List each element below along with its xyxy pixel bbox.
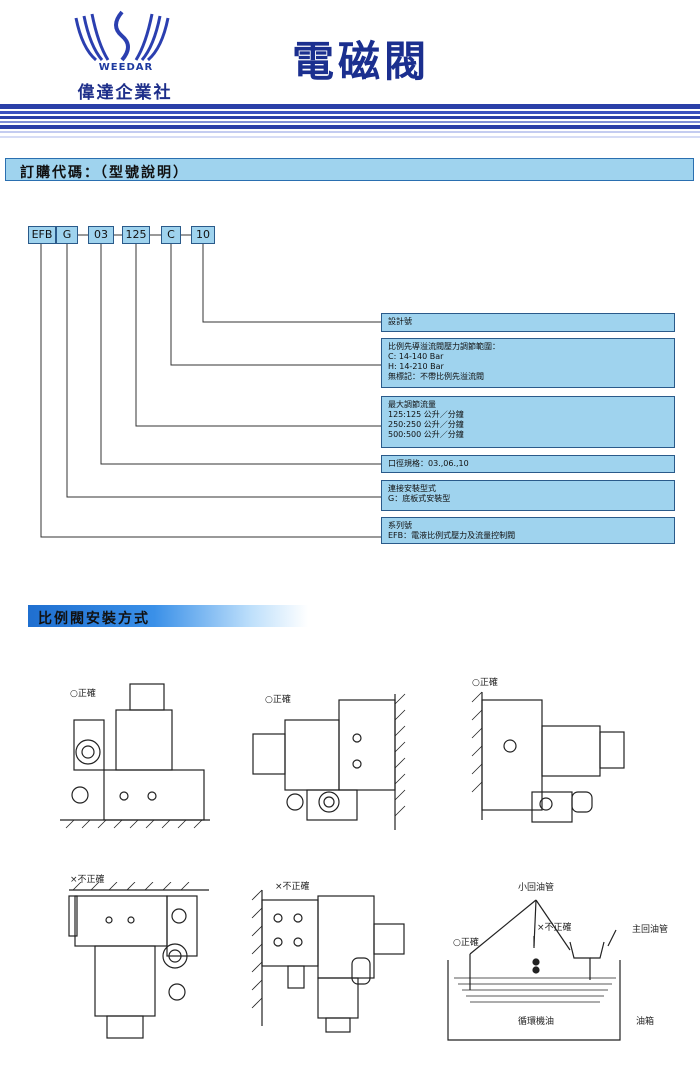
installation-heading: 比例閥安裝方式 xyxy=(28,605,308,627)
code-box-pressure: C xyxy=(161,226,181,244)
code-box-series: EFB xyxy=(28,226,56,244)
desc-line: C: 14-140 Bar xyxy=(388,352,444,361)
desc-line: 口徑規格：03.,06.,10 xyxy=(388,459,469,468)
label-incorrect: ×不正確 xyxy=(275,882,310,892)
valve-drawing-incorrect-wall xyxy=(251,889,405,1033)
code-box-flow: 125 xyxy=(122,226,150,244)
desc-line: 連接安裝型式 xyxy=(388,484,436,493)
header-stripe xyxy=(0,125,700,129)
desc-line: 設計號 xyxy=(388,317,412,326)
desc-port-size: 口徑規格：03.,06.,10 xyxy=(381,455,675,473)
label-incorrect: ×不正確 xyxy=(537,923,572,933)
installation-heading-text: 比例閥安裝方式 xyxy=(38,611,150,627)
order-code-heading-text: 訂購代碼：（型號說明） xyxy=(20,165,189,181)
label-oil-tank: 油箱 xyxy=(636,1017,655,1027)
desc-line: 系列號 xyxy=(388,521,412,530)
header-stripe xyxy=(0,116,700,119)
header-stripe xyxy=(0,104,700,109)
header-stripe xyxy=(0,111,700,114)
header-stripe xyxy=(0,121,700,123)
code-box-size: 03 xyxy=(88,226,114,244)
company-name: 偉達企業社 xyxy=(77,83,173,103)
header-stripe xyxy=(0,136,700,138)
desc-line: EFB：電液比例式壓力及流量控制閥 xyxy=(388,531,516,540)
valve-drawing-correct-wall xyxy=(252,693,406,830)
valve-drawing-incorrect-upside-down xyxy=(68,882,209,1039)
desc-series: 系列號 EFB：電液比例式壓力及流量控制閥 xyxy=(381,517,675,544)
valve-drawing-correct-ceiling xyxy=(471,691,625,823)
desc-line: 250:250 公升／分鐘 xyxy=(388,420,464,429)
company-logo xyxy=(62,8,182,103)
page-title: 電磁閥 xyxy=(292,37,431,86)
desc-line: 125:125 公升／分鐘 xyxy=(388,410,464,419)
desc-mounting-type: 連接安裝型式 G：底板式安裝型 xyxy=(381,480,675,511)
desc-line: 無標記：不帶比例先溢流閥 xyxy=(388,372,484,381)
valve-drawing-correct-vertical xyxy=(60,683,210,829)
desc-pressure-range: 比例先導溢流閥壓力調節範圍： C: 14-140 Bar H: 14-210 B… xyxy=(381,338,675,388)
desc-line: H: 14-210 Bar xyxy=(388,362,444,371)
label-correct: ○正確 xyxy=(265,695,291,705)
label-main-return-pipe: 主回油管 xyxy=(632,925,669,935)
oil-tank-drawing xyxy=(447,899,621,1041)
desc-line: 500:500 公升／分鐘 xyxy=(388,430,464,439)
label-correct: ○正確 xyxy=(453,938,479,948)
label-small-return-pipe: 小回油管 xyxy=(518,883,555,893)
label-correct: ○正確 xyxy=(70,689,96,699)
label-circulating-oil: 循環機油 xyxy=(518,1017,555,1027)
code-box-mounting: G xyxy=(56,226,78,244)
code-connector-lines xyxy=(40,234,381,538)
code-box-design: 10 xyxy=(191,226,215,244)
desc-max-flow: 最大調節流量 125:125 公升／分鐘 250:250 公升／分鐘 500:5… xyxy=(381,396,675,448)
desc-line: 最大調節流量 xyxy=(388,400,436,409)
label-correct: ○正確 xyxy=(472,678,498,688)
header-stripe xyxy=(0,131,700,133)
desc-line: 比例先導溢流閥壓力調節範圍： xyxy=(388,342,500,351)
desc-line: G：底板式安裝型 xyxy=(388,494,451,503)
desc-design-number: 設計號 xyxy=(381,313,675,332)
label-incorrect: ×不正確 xyxy=(70,875,105,885)
order-code-heading: 訂購代碼：（型號說明） xyxy=(5,158,694,181)
logo-wordmark: WEEDAR xyxy=(98,62,154,73)
